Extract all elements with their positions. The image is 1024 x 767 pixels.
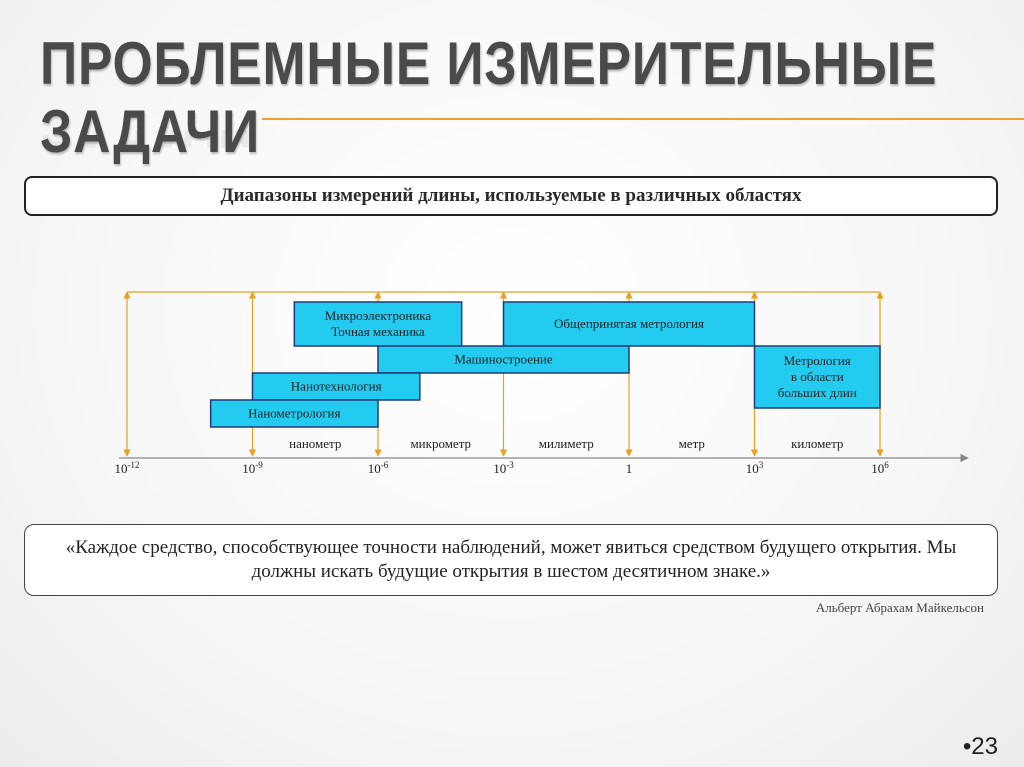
title-line-2: ЗАДАЧИ — [40, 98, 261, 165]
range-bar-label: Нанотехнология — [291, 379, 382, 394]
axis-tick-label: 10-12 — [115, 460, 140, 476]
axis-tick-label: 10-6 — [368, 460, 389, 476]
page-title: ПРОБЛЕМНЫЕ ИЗМЕРИТЕЛЬНЫЕ ЗАДАЧИ — [40, 30, 938, 166]
scale-axis: 10-12 10-9 10-6 10-3 1 103 106 нанометр микромет… — [115, 436, 969, 476]
range-bar-label: Машиностроение — [454, 352, 553, 367]
unit-label: метр — [679, 436, 705, 451]
subtitle-text: Диапазоны измерений длины, используемые … — [220, 185, 802, 206]
title-underline — [262, 118, 1024, 120]
quote-author: Альберт Абрахам Майкельсон — [815, 600, 984, 615]
unit-label: нанометр — [289, 436, 341, 451]
title-line-1: ПРОБЛЕМНЫЕ ИЗМЕРИТЕЛЬНЫЕ — [40, 30, 938, 97]
range-bar — [377, 345, 630, 374]
subtitle-box: Диапазоны измерений длины, используемые … — [24, 176, 998, 216]
range-bar-label: Точная механика — [331, 324, 425, 339]
range-bar-label: Микроэлектроника — [325, 308, 432, 323]
axis-tick-label: 10-9 — [242, 460, 263, 476]
range-bar-label: больших длин — [778, 385, 857, 400]
unit-label: километр — [791, 436, 843, 451]
range-bar-label: в области — [791, 369, 844, 384]
range-bar-label: Общепринятая метрология — [554, 316, 704, 331]
axis-tick-label: 10-3 — [493, 460, 514, 476]
axis-tick-label: 1 — [626, 461, 633, 476]
range-bar — [209, 399, 379, 428]
quote-text: «Каждое средство, способствующее точност… — [65, 537, 957, 582]
range-bar — [753, 345, 881, 409]
quote-box: «Каждое средство, способствующее точност… — [24, 524, 998, 596]
range-bar-label: Нанометрология — [248, 406, 340, 421]
axis-tick-label: 106 — [871, 460, 889, 476]
range-bar — [251, 372, 421, 401]
unit-label: микрометр — [410, 436, 471, 451]
page-number: •23 — [962, 733, 998, 760]
range-bar-label: Метрология — [784, 353, 851, 368]
unit-label: милиметр — [539, 436, 594, 451]
axis-tick-label: 103 — [746, 460, 764, 476]
